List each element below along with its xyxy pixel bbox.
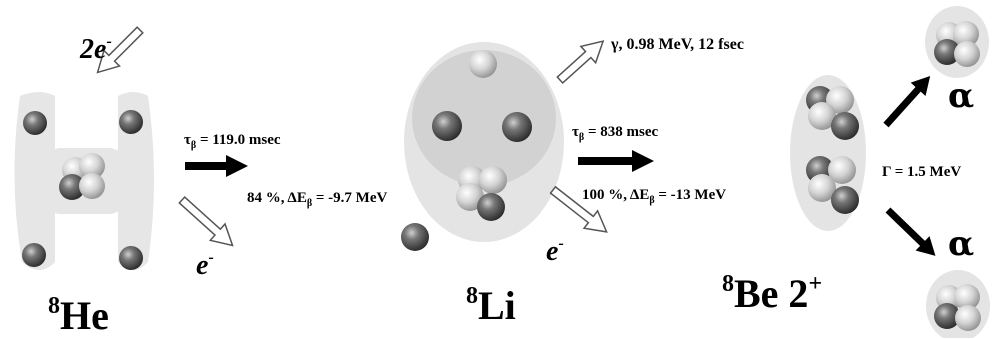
beta2-arrow bbox=[578, 150, 654, 172]
alpha-arrow-down bbox=[885, 207, 936, 256]
beta1-electron-label: e- bbox=[196, 249, 214, 282]
he8-label: 8He bbox=[48, 293, 109, 338]
he8-halo-neutrons bbox=[22, 110, 143, 270]
he8-alpha-core bbox=[59, 153, 105, 200]
beta1-arrow bbox=[185, 155, 248, 177]
be8-nucleus bbox=[790, 75, 866, 231]
alpha-particle-top bbox=[925, 6, 989, 78]
width-label: Γ = 1.5 MeV bbox=[882, 164, 962, 180]
li8-label: 8Li bbox=[466, 283, 516, 328]
alpha-particle-bottom bbox=[926, 270, 990, 338]
beta1-electron-arrow bbox=[178, 195, 234, 247]
gamma-label: γ, 0.98 MeV, 12 fsec bbox=[611, 36, 744, 53]
beta2-electron-label: e- bbox=[546, 235, 564, 268]
be8-label: 8Be 2+ bbox=[722, 271, 823, 316]
capture-arrow bbox=[96, 26, 144, 74]
beta1-branch-label: 84 %, ΔEβ = -9.7 MeV bbox=[247, 190, 388, 209]
alpha-label-bottom: α bbox=[948, 224, 975, 264]
beta2-electron-arrow bbox=[549, 185, 608, 233]
gamma-arrow bbox=[556, 40, 605, 85]
li8-nucleus bbox=[401, 42, 564, 251]
alpha-arrow-up bbox=[883, 75, 931, 128]
beta1-lifetime-label: τβ = 119.0 msec bbox=[184, 132, 281, 151]
alpha-label-top: α bbox=[948, 76, 975, 116]
capture-label: 2e- bbox=[80, 33, 112, 66]
beta2-branch-label: 100 %, ΔEβ = -13 MeV bbox=[582, 187, 727, 206]
beta2-lifetime-label: τβ = 838 msec bbox=[572, 124, 659, 143]
